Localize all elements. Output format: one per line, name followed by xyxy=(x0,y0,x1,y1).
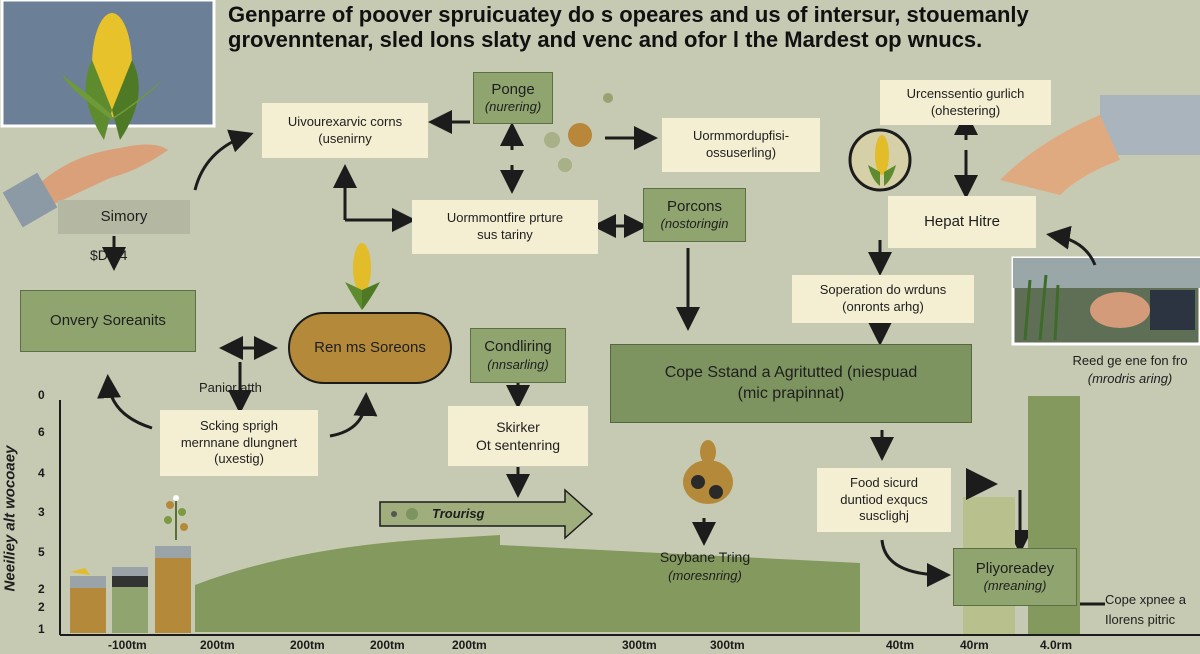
condiring-sub: (nnsarling) xyxy=(487,356,549,372)
food-line-2: duntiod exqucs xyxy=(840,491,928,507)
copexp-caption: Cope xpnee a Ilorens pitric xyxy=(1105,590,1186,629)
x-tick: 40tm xyxy=(886,638,915,652)
simory-value: $D 14 xyxy=(90,247,128,263)
scking-line-1: Scking sprigh xyxy=(199,417,279,433)
x-tick: 300tm xyxy=(622,638,657,652)
pliyo-box[interactable]: Pliyoreadey (mreaning) xyxy=(953,548,1077,606)
food-box[interactable]: Food sicurd duntiod exqucs susclighj xyxy=(817,468,951,532)
renms-pill[interactable]: Ren ms Soreons xyxy=(288,312,452,384)
corn-icon xyxy=(0,0,216,140)
porcons-sub: (nostoringin xyxy=(660,216,729,232)
onvery-label: Onvery Soreanits xyxy=(50,312,166,330)
scking-line-2: mernnane dlungnert xyxy=(180,434,298,450)
bar xyxy=(70,588,106,633)
cope-line-1: Cope Sstand a Agritutted (niespuad xyxy=(664,363,918,381)
bar xyxy=(155,558,191,633)
onvery-box[interactable]: Onvery Soreanits xyxy=(20,290,196,352)
soperation-line-1: Soperation do wrduns xyxy=(819,282,947,298)
skirker-line-2: Ot sentenring xyxy=(475,437,561,453)
corn-icon xyxy=(345,243,380,310)
hand-icon xyxy=(2,144,168,228)
field-photo xyxy=(1011,256,1200,346)
uormm-mid-box[interactable]: Uormmontfire prture sus tariny xyxy=(412,200,598,254)
pliyo-sub: (mreaning) xyxy=(983,578,1047,594)
condiring-box[interactable]: Condliring (nnsarling) xyxy=(470,328,566,383)
uormm-top-line-1: Uormmordupfisi- xyxy=(692,128,790,144)
soybane-line-1: Soybane Tring xyxy=(659,549,751,565)
simory-box[interactable]: Simory xyxy=(58,200,190,234)
y-tick: 0 xyxy=(38,388,45,402)
soybane-line-2: (moresnring) xyxy=(668,567,742,583)
copexp-line-1: Cope xpnee a xyxy=(1105,592,1186,607)
x-tick: 200tm xyxy=(290,638,325,652)
title-line-2: grovenntenar, sled lons slaty and venc a… xyxy=(228,27,983,52)
title-line-1: Genparre of poover spruicuatey do s opea… xyxy=(228,2,1029,27)
uormm-mid-line-1: Uormmontfire prture xyxy=(446,210,564,226)
ponge-box[interactable]: Ponge (nurering) xyxy=(473,72,553,124)
y-axis-label: Neeiliey alt wocoaey xyxy=(1,445,19,592)
soybean-icon xyxy=(683,440,733,504)
y-tick: 4 xyxy=(38,466,45,480)
reed-caption: Reed ge ene fon fro (mrodris aring) xyxy=(1060,352,1200,387)
trourisg-arrow xyxy=(379,488,594,540)
food-line-3: susclighj xyxy=(859,508,909,524)
urcens-line-1: Urcenssentio gurlich xyxy=(906,85,1025,101)
x-tick: -100tm xyxy=(108,638,147,652)
soperation-line-2: (onronts arhg) xyxy=(842,299,924,314)
hepat-label: Hepat Hitre xyxy=(924,213,1000,231)
ponge-title: Ponge xyxy=(491,80,535,98)
skirker-line-1: Skirker xyxy=(496,418,540,435)
food-line-1: Food sicurd xyxy=(850,474,918,490)
hepat-box[interactable]: Hepat Hitre xyxy=(888,196,1036,248)
scking-line-3: (uxestig) xyxy=(214,451,264,467)
x-tick: 200tm xyxy=(200,638,235,652)
condiring-title: Condliring xyxy=(484,338,552,356)
uivour-line-1: Uivourexarvic corns xyxy=(287,113,403,129)
uivour-box[interactable]: Uivourexarvic corns (usenirny xyxy=(262,103,428,158)
x-tick: 200tm xyxy=(370,638,405,652)
copexp-line-2: Ilorens pitric xyxy=(1105,611,1176,627)
circle-corn-icon xyxy=(848,128,912,192)
uivour-line-2: (usenirny xyxy=(318,130,372,146)
reed-line-1: Reed ge ene fon fro xyxy=(1072,353,1188,368)
porcons-title: Porcons xyxy=(666,197,723,215)
ponge-sub: (nurering) xyxy=(484,99,542,115)
soperation-box[interactable]: Soperation do wrduns (onronts arhg) xyxy=(792,275,974,323)
x-tick: 4.0rm xyxy=(1040,638,1073,652)
skirker-box[interactable]: Skirker Ot sentenring xyxy=(448,406,588,466)
scking-box[interactable]: Scking sprigh mernnane dlungnert (uxesti… xyxy=(160,410,318,476)
urcens-box[interactable]: Urcenssentio gurlich (ohestering) xyxy=(880,80,1051,125)
page-title: Genparre of poover spruicuatey do s opea… xyxy=(228,2,1128,52)
cope-line-2: (mic prapinnat) xyxy=(737,384,845,402)
seedling-icon xyxy=(164,495,188,540)
y-tick: 5 xyxy=(38,545,45,559)
area-hill xyxy=(195,535,860,632)
bar xyxy=(112,587,148,633)
pointing-hand-icon xyxy=(1000,95,1200,195)
y-tick: 2 xyxy=(38,600,45,614)
porcons-box[interactable]: Porcons (nostoringin xyxy=(643,188,746,242)
simory-label: Simory xyxy=(100,208,148,226)
uormm-mid-line-2: sus tariny xyxy=(477,227,533,242)
reed-line-2: (mrodris aring) xyxy=(1087,370,1173,386)
y-tick: 6 xyxy=(38,425,45,439)
soybane-caption: Soybane Tring (moresnring) xyxy=(620,548,790,584)
y-tick: 3 xyxy=(38,505,45,519)
x-tick: 300tm xyxy=(710,638,745,652)
x-tick: 200tm xyxy=(452,638,487,652)
y-tick: 1 xyxy=(38,622,45,636)
urcens-line-2: (ohestering) xyxy=(930,102,1001,118)
uormm-top-line-2: ossuserling) xyxy=(705,145,777,160)
panior-label: Panior atth xyxy=(199,380,262,395)
cope-box[interactable]: Cope Sstand a Agritutted (niespuad (mic … xyxy=(610,344,972,423)
renms-label: Ren ms Soreons xyxy=(314,339,426,357)
x-tick: 40rm xyxy=(960,638,989,652)
uormm-top-box[interactable]: Uormmordupfisi- ossuserling) xyxy=(662,118,820,172)
trourisg-label: Trourisg xyxy=(432,506,485,521)
y-tick: 2 xyxy=(38,582,45,596)
pliyo-title: Pliyoreadey xyxy=(975,559,1055,577)
